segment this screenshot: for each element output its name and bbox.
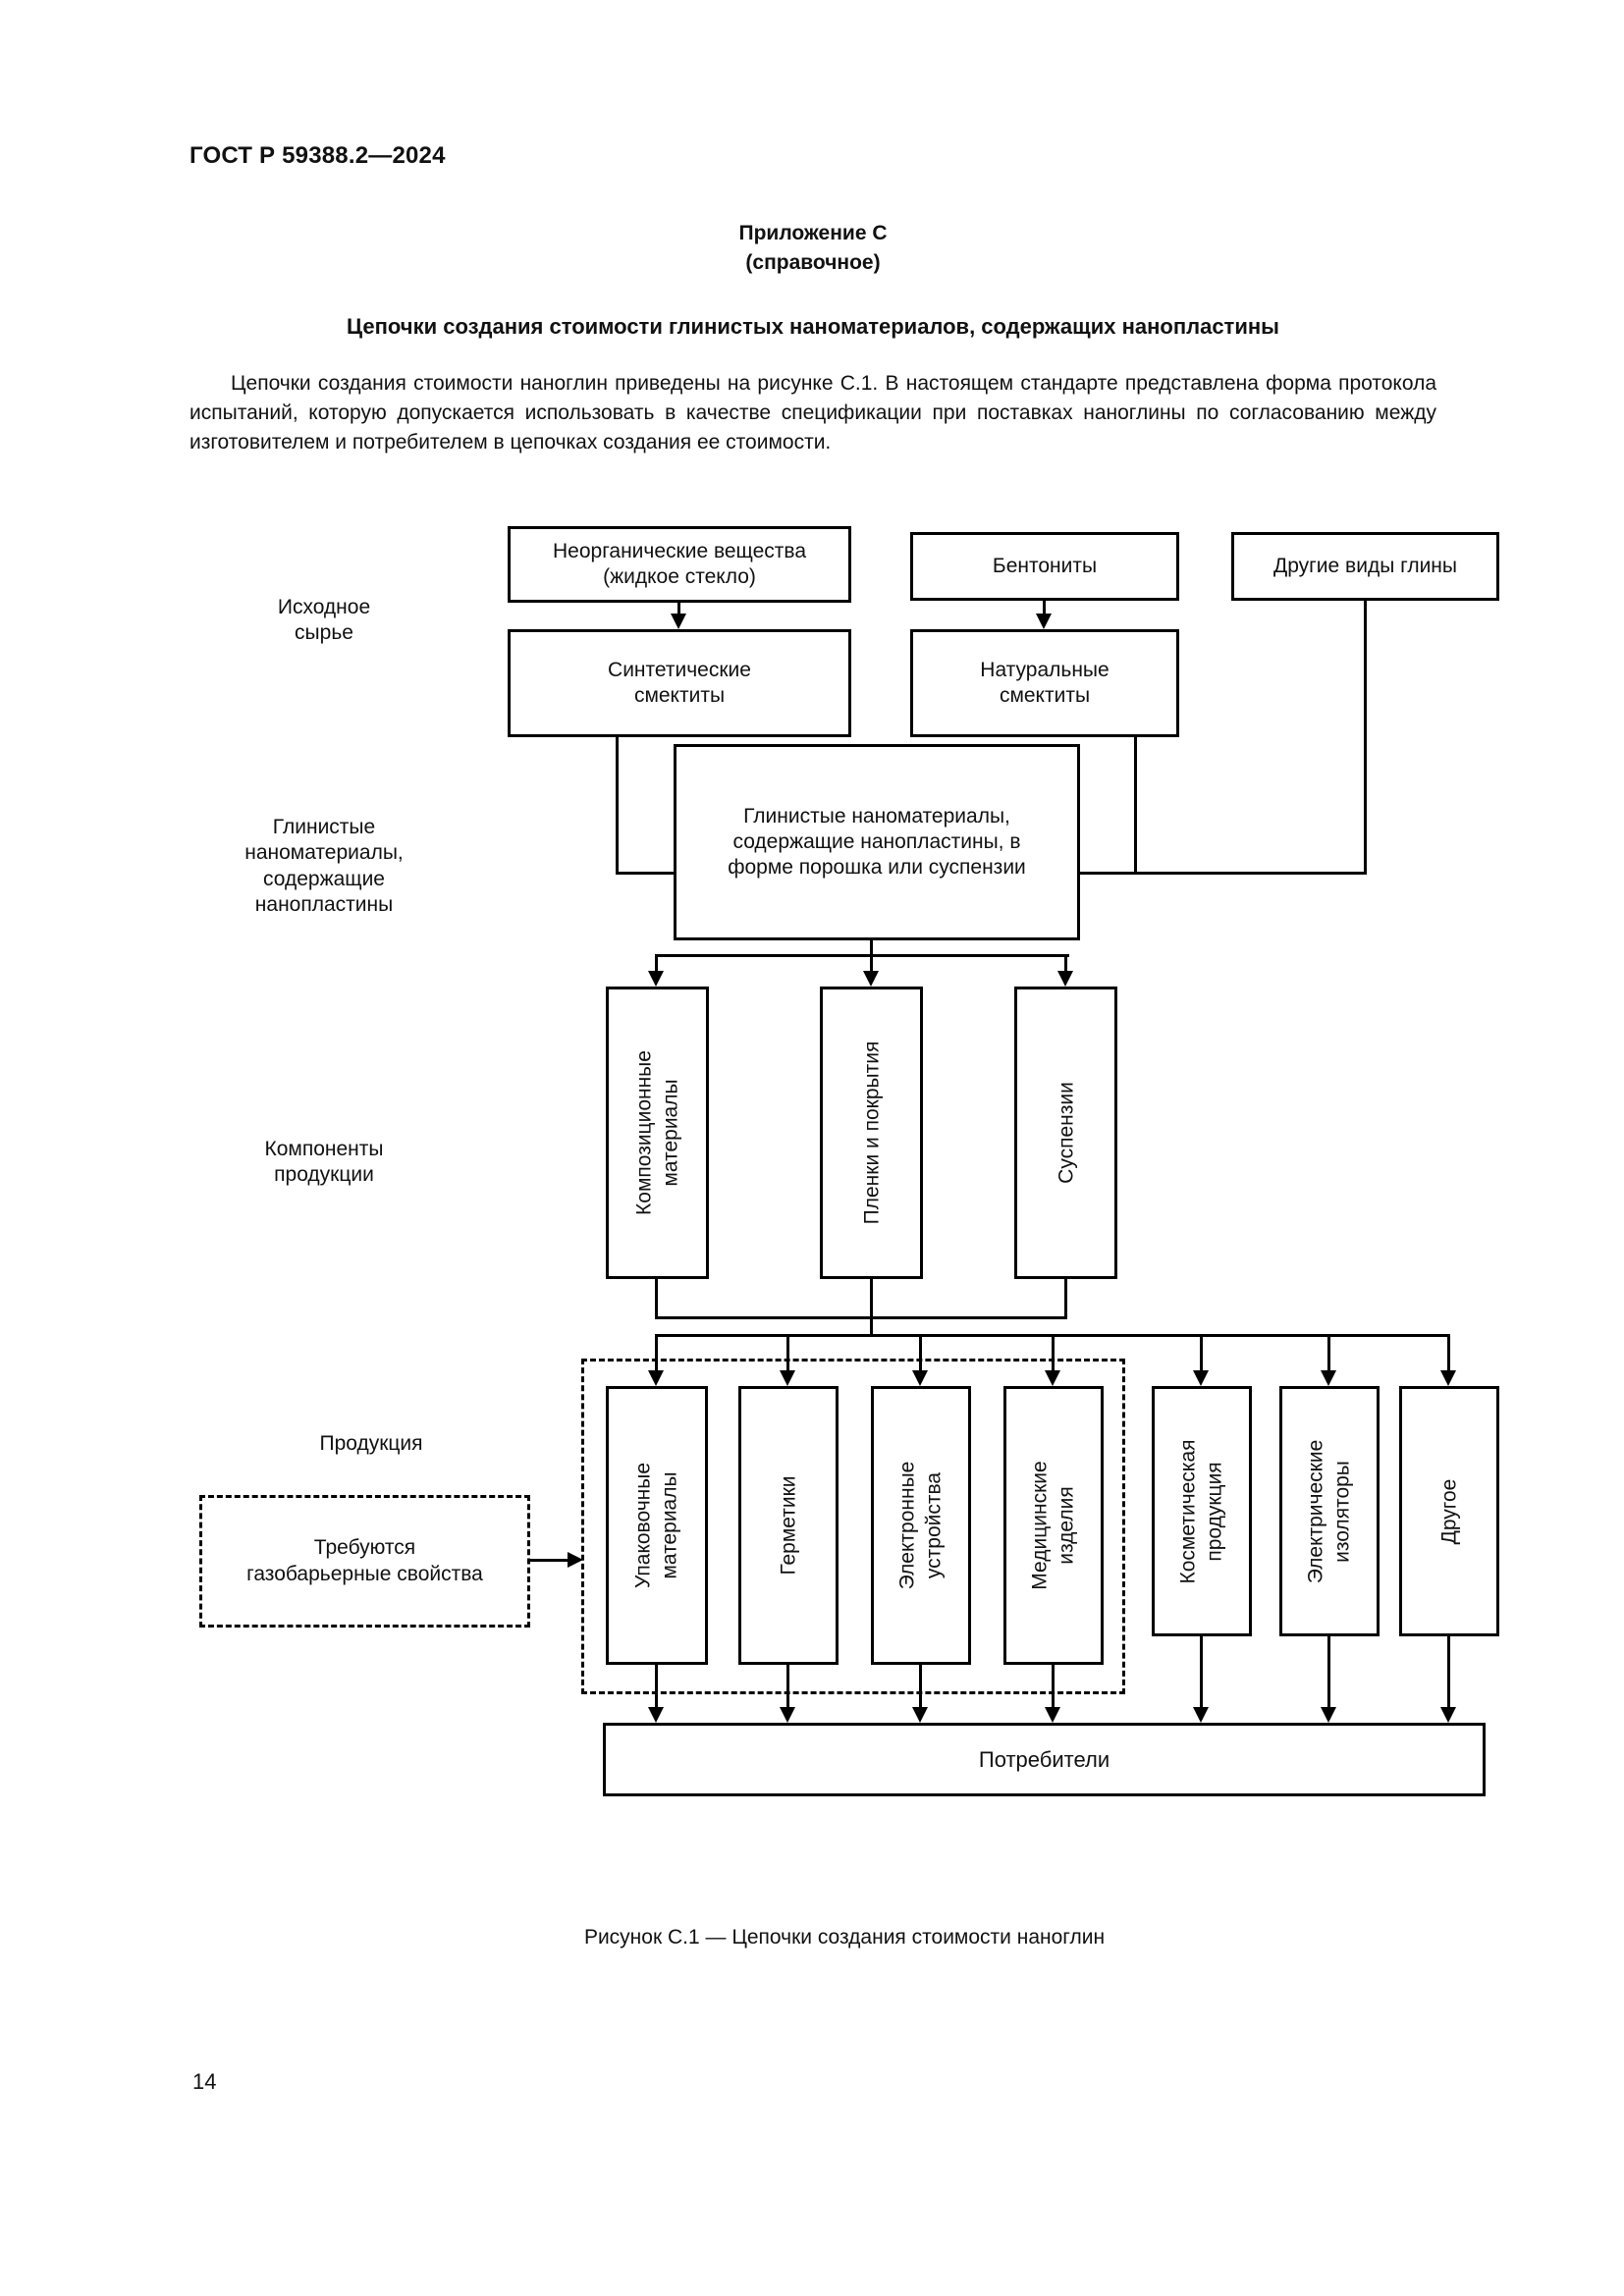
box-bentonites: Бентониты (910, 532, 1179, 601)
connector-line (870, 1279, 873, 1319)
appendix-subheading: (справочное) (745, 251, 881, 274)
connector-line (616, 737, 619, 875)
connector-line (786, 1665, 789, 1709)
connector-line (1052, 1665, 1055, 1709)
connector-line (655, 1665, 658, 1709)
connector-line (1080, 872, 1367, 875)
arrow-down-icon (1440, 1370, 1456, 1386)
connector-line (1043, 601, 1046, 615)
box-electrical-insulators: Электрические изоляторы (1279, 1386, 1380, 1636)
box-sealants: Герметики (738, 1386, 839, 1665)
arrow-down-icon (780, 1370, 795, 1386)
body-paragraph: Цепочки создания стоимости наноглин прив… (189, 372, 1436, 454)
arrow-down-icon (1321, 1707, 1336, 1723)
box-inorganic-substances: Неорганические вещества (жидкое стекло) (508, 526, 851, 603)
box-medical-products-label: Медицинские изделия (1028, 1461, 1078, 1590)
connector-line (1064, 954, 1067, 972)
box-suspensions-label: Суспензии (1054, 1082, 1077, 1184)
connector-line (1052, 1334, 1055, 1372)
box-consumers: Потребители (603, 1723, 1486, 1796)
page-number: 14 (192, 2069, 217, 2094)
connector-line (919, 1334, 922, 1372)
box-packaging-materials: Упаковочные материалы (606, 1386, 708, 1665)
box-composite-materials: Композиционные материалы (606, 987, 709, 1279)
arrow-down-icon (1057, 971, 1073, 987)
connector-line (870, 1316, 873, 1337)
arrow-down-icon (863, 971, 879, 987)
connector-line (1134, 737, 1137, 875)
appendix-heading: Приложение С (738, 222, 888, 244)
gas-barrier-products-group (581, 1359, 1125, 1694)
box-cosmetic-products-label: Косметическая продукция (1176, 1439, 1226, 1583)
connector-line (786, 1334, 789, 1372)
box-other-products-label: Другое (1437, 1478, 1461, 1544)
connector-line (1200, 1334, 1203, 1372)
arrow-down-icon (648, 971, 664, 987)
figure-caption: Рисунок С.1 — Цепочки создания стоимости… (583, 1926, 1106, 1949)
connector-line (655, 954, 658, 972)
box-natural-smectites: Натуральные смектиты (910, 629, 1179, 737)
stage-label-nanomaterials: Глинистые наноматериалы, содержащие нано… (244, 816, 404, 916)
connector-line (870, 954, 873, 972)
connector-line (1327, 1636, 1330, 1709)
connector-line (870, 940, 873, 957)
arrow-down-icon (912, 1370, 928, 1386)
arrow-right-icon (568, 1552, 583, 1568)
box-electrical-insulators-label: Электрические изоляторы (1304, 1439, 1354, 1583)
arrow-down-icon (1036, 614, 1052, 629)
box-composite-materials-label: Композиционные материалы (632, 1050, 682, 1215)
connector-line (1447, 1334, 1450, 1372)
appendix-title: Цепочки создания стоимости глинистых нан… (347, 314, 1279, 339)
arrow-down-icon (912, 1707, 928, 1723)
connector-line (1064, 1279, 1067, 1319)
box-cosmetic-products: Косметическая продукция (1152, 1386, 1252, 1636)
connector-line (1447, 1636, 1450, 1709)
box-other-clays: Другие виды глины (1231, 532, 1499, 601)
connector-line (530, 1559, 568, 1562)
box-sealants-label: Герметики (777, 1475, 800, 1575)
box-films-coatings-label: Пленки и покрытия (859, 1041, 883, 1225)
arrow-down-icon (1321, 1370, 1336, 1386)
stage-label-products: Продукция (319, 1432, 423, 1455)
stage-label-components: Компоненты продукции (264, 1138, 384, 1187)
box-electronic-devices-label: Электронные устройства (895, 1461, 946, 1590)
box-synthetic-smectites: Синтетические смектиты (508, 629, 851, 737)
arrow-down-icon (1193, 1370, 1209, 1386)
box-electronic-devices: Электронные устройства (871, 1386, 971, 1665)
connector-line (919, 1665, 922, 1709)
box-medical-products: Медицинские изделия (1003, 1386, 1104, 1665)
arrow-down-icon (1045, 1707, 1060, 1723)
connector-line (1327, 1334, 1330, 1372)
box-films-coatings: Пленки и покрытия (820, 987, 923, 1279)
box-gas-barrier-required: Требуются газобарьерные свойства (199, 1495, 530, 1628)
standard-number: ГОСТ Р 59388.2—2024 (189, 142, 446, 169)
connector-line (616, 872, 675, 875)
arrow-down-icon (671, 614, 686, 629)
arrow-down-icon (1440, 1707, 1456, 1723)
box-clay-nanomaterials: Глинистые наноматериалы, содержащие нано… (674, 744, 1080, 940)
connector-line (655, 954, 1069, 957)
box-packaging-materials-label: Упаковочные материалы (631, 1463, 681, 1588)
arrow-down-icon (1193, 1707, 1209, 1723)
box-suspensions: Суспензии (1014, 987, 1117, 1279)
connector-line (655, 1316, 1067, 1319)
connector-line (655, 1334, 658, 1372)
arrow-down-icon (780, 1707, 795, 1723)
connector-line (655, 1279, 658, 1319)
arrow-down-icon (648, 1370, 664, 1386)
arrow-down-icon (648, 1707, 664, 1723)
box-other-products: Другое (1399, 1386, 1499, 1636)
connector-line (1200, 1636, 1203, 1709)
connector-line (677, 603, 680, 615)
stage-label-raw-materials: Исходное сырье (277, 596, 371, 645)
connector-line (1364, 601, 1367, 875)
arrow-down-icon (1045, 1370, 1060, 1386)
